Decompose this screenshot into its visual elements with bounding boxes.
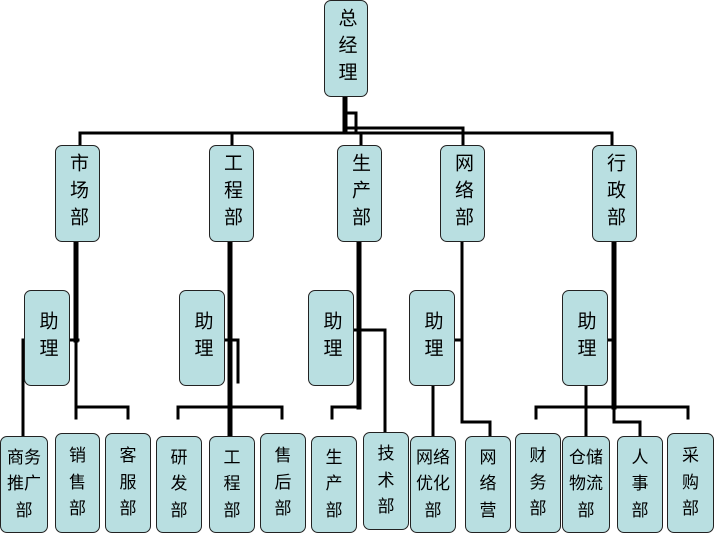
unit-label: 研 发 部: [170, 447, 188, 521]
unit-label: 财 务 部: [529, 446, 547, 520]
unit-box: 售 后 部: [260, 433, 306, 533]
unit-label: 采 购 部: [682, 446, 699, 520]
unit-box: 网络 优化 部: [410, 436, 456, 533]
unit-label: 人 事 部: [631, 447, 649, 521]
unit-box: 工 程 部: [209, 436, 255, 533]
unit-box: 商务 推广 部: [0, 436, 48, 533]
unit-box: 生 产 部: [311, 436, 357, 533]
unit-box: 财 务 部: [515, 433, 561, 533]
dept-box-production: 生产部: [337, 145, 382, 242]
dept-box-engineering: 工程部: [209, 145, 254, 242]
assistant-box-market: 助理: [24, 290, 70, 386]
assistant-box-production: 助理: [308, 290, 354, 386]
unit-box: 人 事 部: [617, 436, 663, 533]
unit-box: 销 售 部: [55, 433, 100, 533]
unit-label: 工 程 部: [223, 447, 241, 521]
assistant-label: 助理: [36, 311, 59, 365]
assistant-box-admin: 助理: [562, 290, 608, 386]
assistant-label: 助理: [421, 311, 444, 365]
unit-box: 研 发 部: [156, 436, 202, 533]
unit-box: 技 术 部: [363, 432, 409, 530]
connector: [346, 111, 358, 132]
assistant-label: 助理: [574, 311, 597, 365]
dept-label: 行政部: [604, 153, 626, 234]
unit-box: 客 服 部: [105, 433, 151, 533]
dept-label: 生产部: [349, 153, 371, 234]
unit-label: 生 产 部: [325, 447, 343, 521]
unit-label: 仓储 物流 部: [569, 447, 603, 521]
unit-label: 商务 推广 部: [7, 447, 41, 521]
unit-label: 网 络 营: [479, 447, 497, 521]
general-manager-box: 总经理: [324, 0, 368, 97]
unit-box: 网 络 营: [465, 436, 511, 533]
dept-box-admin: 行政部: [592, 145, 637, 242]
unit-label: 销 售 部: [69, 446, 86, 520]
unit-label: 网络 优化 部: [416, 447, 450, 521]
assistant-label: 助理: [191, 311, 214, 365]
dept-box-market: 市场部: [55, 145, 100, 242]
assistant-label: 助理: [320, 311, 343, 365]
unit-label: 客 服 部: [119, 446, 137, 520]
dept-box-network: 网络部: [440, 145, 485, 242]
unit-box: 仓储 物流 部: [562, 436, 610, 533]
dept-label: 网络部: [452, 153, 474, 234]
connector: [612, 405, 642, 439]
dept-label: 工程部: [221, 153, 243, 234]
unit-label: 技 术 部: [377, 444, 395, 518]
unit-label: 售 后 部: [274, 446, 292, 520]
unit-box: 采 购 部: [667, 433, 714, 533]
dept-label: 市场部: [67, 153, 89, 234]
general-manager-label: 总经理: [335, 8, 358, 89]
assistant-box-network: 助理: [409, 290, 455, 386]
assistant-box-engineering: 助理: [179, 290, 225, 386]
